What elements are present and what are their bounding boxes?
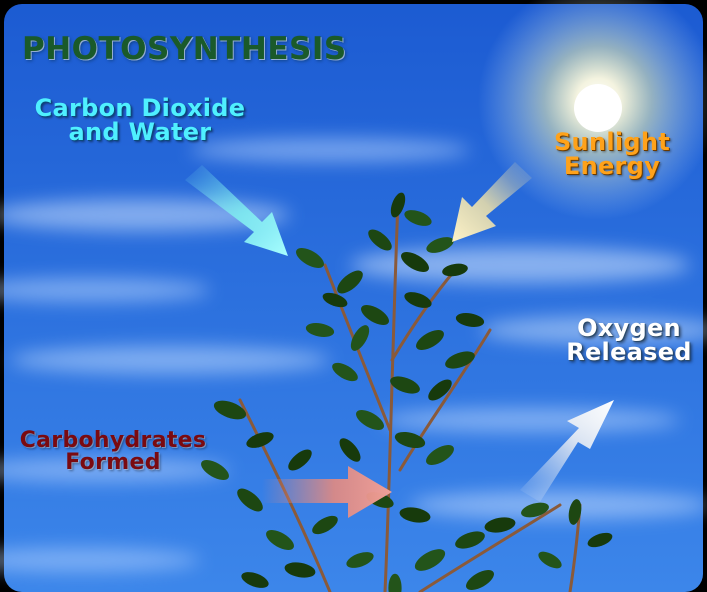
- leaf: [426, 445, 454, 465]
- leaf: [288, 449, 312, 471]
- oxygen-label-line-1: Oxygen: [577, 314, 681, 342]
- sunlight-energy-label: Sunlight Energy: [544, 130, 680, 179]
- carbohydrates-formed-label: Carbohydrates Formed: [6, 428, 220, 476]
- sun-icon: [478, 0, 707, 220]
- leaf: [587, 532, 613, 548]
- leaf: [416, 330, 444, 350]
- leaf: [346, 552, 374, 568]
- main-stem: [383, 198, 400, 592]
- leaf: [428, 379, 452, 401]
- leaf: [356, 410, 384, 430]
- leaf: [399, 507, 431, 523]
- leaf: [390, 376, 420, 394]
- sunlight-arrow-icon: [452, 162, 532, 242]
- leaf: [426, 237, 454, 253]
- leaf: [350, 325, 370, 351]
- leaf: [401, 252, 429, 272]
- leaf: [484, 517, 516, 533]
- leaf: [404, 292, 432, 308]
- co2-arrow-icon: [185, 165, 288, 256]
- carbohydrates-arrow-icon: [262, 466, 392, 518]
- leaf: [332, 362, 358, 382]
- leaf: [455, 531, 485, 549]
- oxygen-label-line-2: Released: [566, 338, 692, 367]
- leaf: [445, 351, 475, 369]
- diagram-title: PHOTOSYNTHESIS: [22, 31, 347, 67]
- leaf: [361, 305, 389, 325]
- leaf: [246, 432, 274, 448]
- leaf: [305, 323, 335, 337]
- leaf: [237, 488, 263, 512]
- leaf: [404, 210, 432, 226]
- leaf: [455, 313, 485, 327]
- leaf: [322, 292, 348, 308]
- leaf: [241, 572, 269, 588]
- leaf: [568, 499, 582, 525]
- leaf: [442, 263, 468, 277]
- leaf: [284, 562, 316, 578]
- leaf: [339, 438, 361, 462]
- right-branch-upper: [390, 268, 457, 362]
- oxygen-arrow-icon: [520, 400, 614, 502]
- leaf: [390, 192, 406, 218]
- leaf: [466, 570, 494, 590]
- right-branch-lower: [418, 503, 562, 592]
- carbohydrates-label-line-2: Formed: [65, 450, 161, 476]
- sunlight-label-line-2: Energy: [563, 152, 661, 181]
- leaf: [312, 515, 338, 535]
- oxygen-released-label: Oxygen Released: [556, 316, 702, 365]
- co2-water-label-line-1: Carbon Dioxide: [34, 94, 246, 122]
- co2-water-label: Carbon Dioxide and Water: [24, 96, 256, 145]
- leaf: [337, 270, 363, 294]
- leaf: [394, 431, 426, 449]
- leaf: [538, 551, 562, 569]
- leaf: [521, 502, 549, 518]
- leaf: [213, 400, 247, 420]
- leaf: [296, 248, 324, 268]
- right-branch-mid: [398, 328, 492, 472]
- leaf: [368, 229, 392, 251]
- co2-water-label-line-2: and Water: [68, 118, 212, 147]
- leaf: [388, 573, 402, 592]
- carbohydrates-label-line-1: Carbohydrates: [19, 428, 207, 453]
- plant-illustration: [201, 192, 613, 592]
- leaf: [266, 530, 294, 550]
- leaf: [414, 549, 446, 571]
- sunlight-label-line-1: Sunlight: [553, 128, 671, 156]
- leaf: [201, 460, 229, 480]
- left-branch-upper: [323, 263, 392, 432]
